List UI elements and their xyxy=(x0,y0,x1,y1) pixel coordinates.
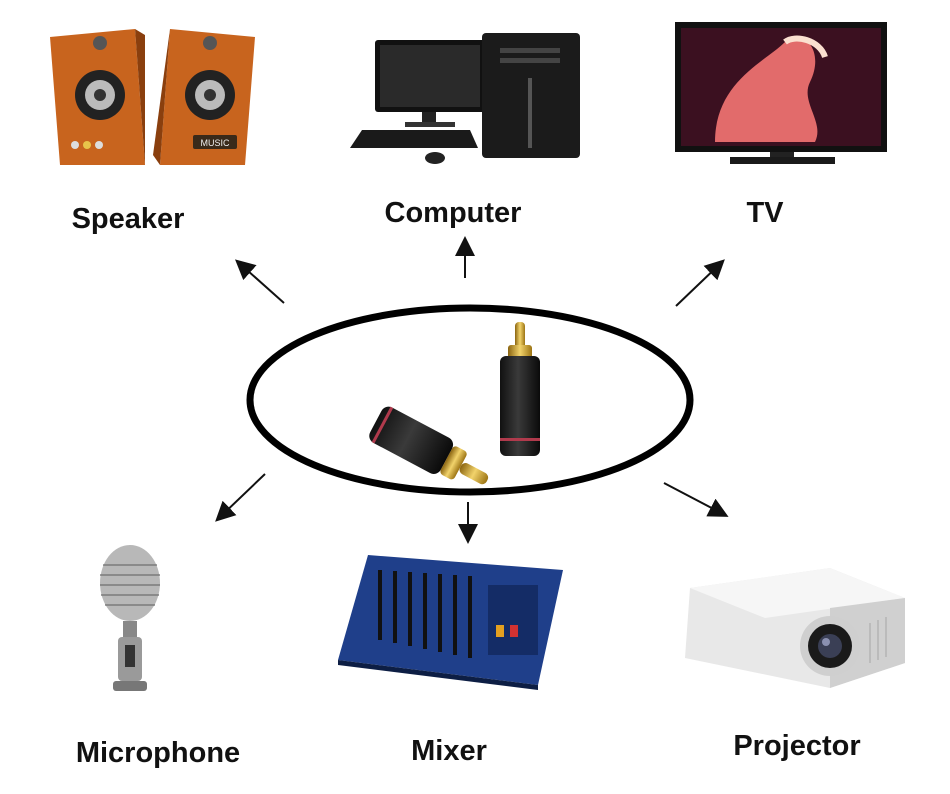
label-computer: Computer xyxy=(384,197,522,229)
computer-icon xyxy=(350,33,580,164)
rca-connector-icon xyxy=(369,406,489,485)
label-mixer: Mixer xyxy=(411,735,487,767)
arrow-to-tv xyxy=(675,259,725,307)
label-projector: Projector xyxy=(733,730,861,762)
arrow-to-microphone xyxy=(215,473,266,522)
tv-icon xyxy=(675,22,887,164)
mixer-icon xyxy=(338,555,563,690)
center-ellipse xyxy=(246,304,694,496)
projector-icon xyxy=(685,568,905,688)
speaker-badge: MUSIC xyxy=(201,138,231,148)
label-microphone: Microphone xyxy=(75,737,241,769)
microphone-icon xyxy=(100,545,160,691)
speaker-icon: MUSIC xyxy=(50,29,255,165)
label-speaker: Speaker xyxy=(71,203,185,235)
label-tv: TV xyxy=(746,197,784,229)
rca-connector-icon xyxy=(500,322,540,456)
arrow-to-speaker xyxy=(235,259,285,304)
arrow-to-projector xyxy=(663,482,729,517)
